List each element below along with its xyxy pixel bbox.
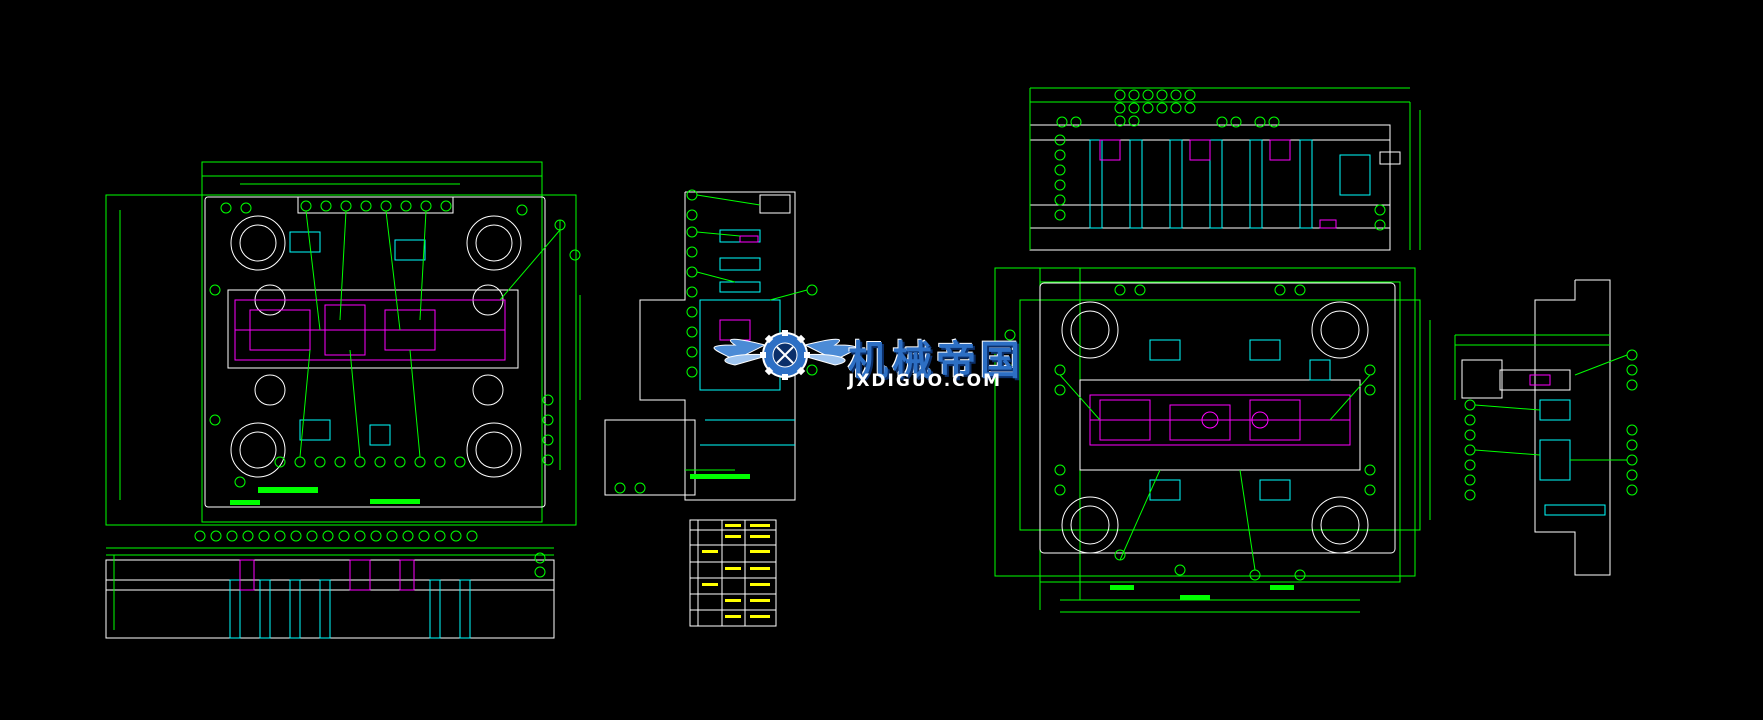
- section-view-right: [1029, 87, 1421, 251]
- parts-table: [689, 519, 777, 627]
- plan-view-left: [105, 161, 581, 526]
- section-view-left: [105, 530, 555, 639]
- side-elevation-right: [1454, 279, 1638, 576]
- side-elevation-center: [604, 189, 818, 501]
- watermark-chinese-text: 机械帝国: [848, 338, 1024, 384]
- winged-gear-logo-icon: [713, 330, 857, 380]
- plan-view-right: [994, 267, 1431, 613]
- watermark-url-text: JXDIGUO.COM: [848, 371, 1003, 391]
